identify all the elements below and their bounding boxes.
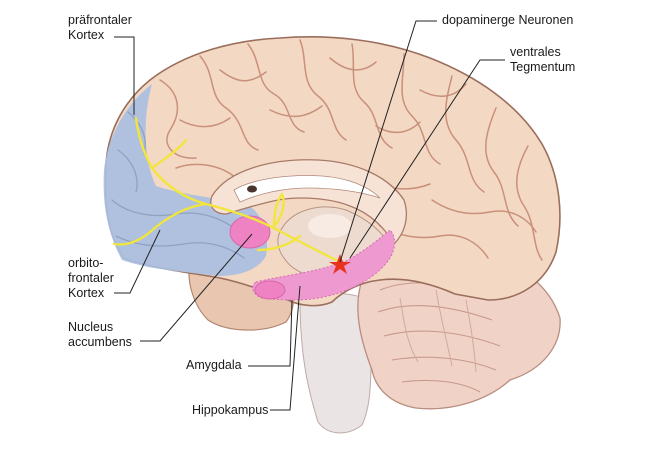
label-praefrontaler-kortex: präfrontaler Kortex (68, 13, 132, 43)
leader-ventral (349, 59, 505, 259)
leader-hippokampus (270, 285, 301, 411)
label-nucleus-line1: Nucleus (68, 320, 114, 334)
prefrontal-region (103, 84, 268, 276)
label-orbito-line1: orbito- (68, 256, 104, 270)
label-amygdala: Amygdala (186, 358, 242, 372)
label-orbitofrontaler-kortex: orbito- frontaler Kortex (68, 256, 114, 301)
label-praefrontal-line1: präfrontaler (68, 13, 132, 27)
brainstem (299, 292, 373, 434)
leader-orbito (114, 229, 161, 294)
leader-praefrontal (114, 36, 135, 115)
label-orbito-line2: frontaler (68, 271, 114, 285)
label-hippokampus: Hippokampus (192, 403, 269, 417)
vta-star (329, 254, 351, 274)
label-ventral-line2: Tegmentum (510, 60, 576, 74)
label-ventrales-tegmentum: ventrales Tegmentum (510, 45, 575, 75)
dopamine-pathway (112, 116, 342, 264)
label-orbito-line3: Kortex (68, 286, 105, 300)
leader-nucleus (140, 233, 253, 342)
label-ventral-line1: ventrales (510, 45, 561, 59)
label-dopaminerge-neuronen: dopaminerge Neuronen (442, 13, 574, 27)
label-praefrontal-line2: Kortex (68, 28, 105, 42)
label-nucleus-line2: accumbens (68, 335, 132, 349)
leader-amygdala (248, 299, 293, 367)
label-nucleus-accumbens: Nucleus accumbens (68, 320, 132, 350)
amygdala (254, 280, 286, 300)
thalamus-highlight (308, 214, 352, 238)
leader-dopamin (339, 20, 437, 263)
lateral-ventricle (233, 175, 381, 203)
leader-lines (114, 20, 505, 411)
dark-spot (247, 185, 257, 193)
nucleus-accumbens (229, 215, 271, 249)
